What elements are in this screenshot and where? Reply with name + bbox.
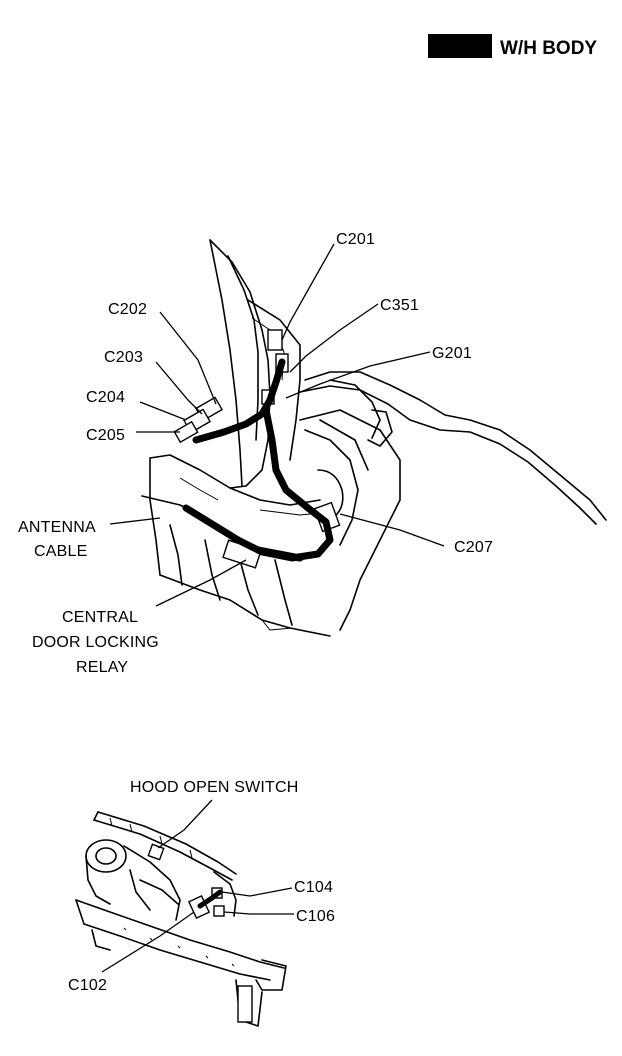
label-c203: C203 [104,349,143,366]
lower-body-structure [75,811,287,1027]
label-c104: C104 [294,879,333,896]
label-antenna-line2: CABLE [34,543,87,560]
main-harness [182,358,334,562]
label-antenna-line1: ANTENNA [18,519,96,536]
upper-labels: C201 C351 G201 C202 C203 C204 C205 ANTEN… [18,231,493,676]
header-title: W/H BODY [500,38,597,59]
label-g201: G201 [432,345,472,362]
label-c201: C201 [336,231,375,248]
label-relay-line3: RELAY [76,659,128,676]
label-c106: C106 [296,908,335,925]
label-relay-line2: DOOR LOCKING [32,634,159,651]
label-c207: C207 [454,539,493,556]
lower-leaders [101,799,294,973]
header-swatch [428,34,492,58]
label-c205: C205 [86,427,125,444]
section-header: W/H BODY [428,34,597,59]
label-hood-open-switch: HOOD OPEN SWITCH [130,779,299,796]
label-c202: C202 [108,301,147,318]
label-c351: C351 [380,297,419,314]
label-relay-line1: CENTRAL [62,609,138,626]
label-c204: C204 [86,389,125,406]
upper-leaders [109,243,445,607]
lower-labels: HOOD OPEN SWITCH C104 C106 C102 [68,779,335,994]
label-c102: C102 [68,977,107,994]
